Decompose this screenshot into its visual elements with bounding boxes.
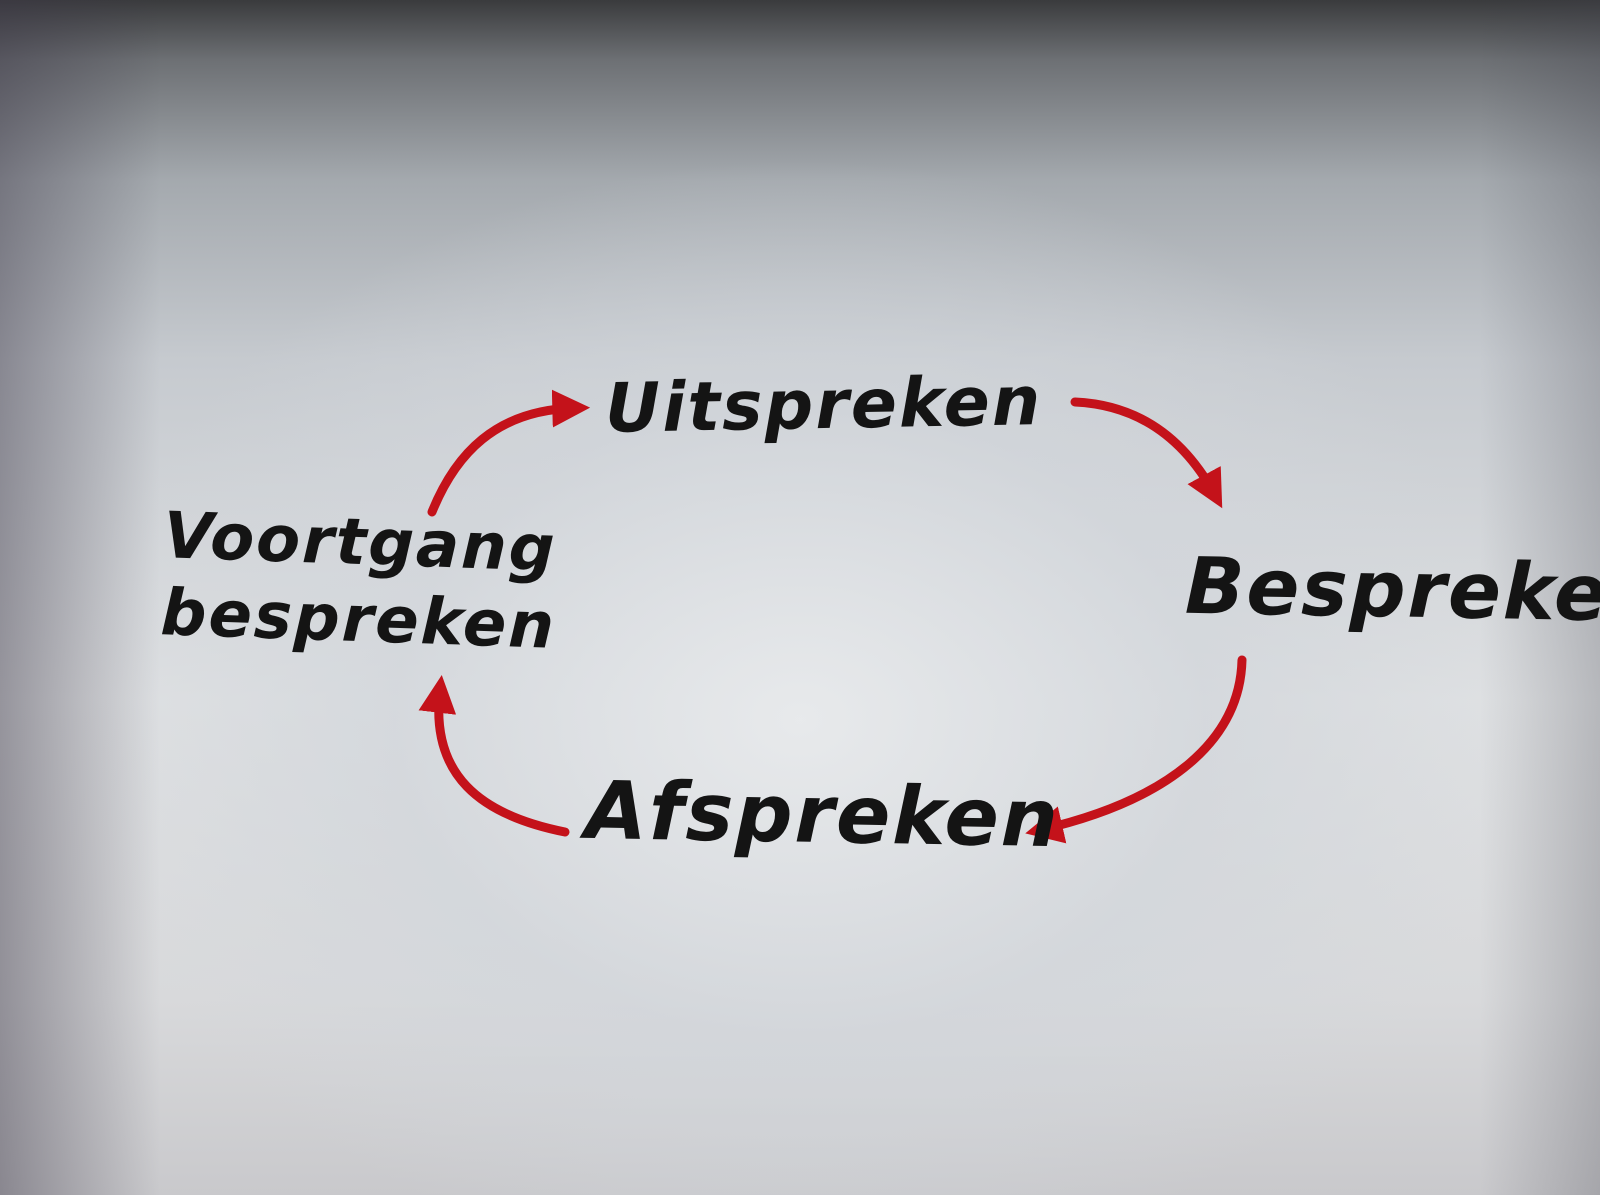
node-bespreken: Bespreken [1184,541,1600,641]
node-uitspreken: Uitspreken [604,362,1043,449]
node-voortgang-line1: Voortgang [162,499,558,587]
node-voortgang-bespreken: Voortgang bespreken [159,498,559,665]
node-afspreken: Afspreken [584,763,1061,866]
arrow-afspreken-to-voortgang [418,674,570,837]
arrow-bespreken-to-afspreken [1025,655,1247,844]
arrow-voortgang-to-uitspreken [427,389,591,517]
node-voortgang-line2: bespreken [159,575,558,664]
arrow-uitspreken-to-bespreken [1070,397,1223,509]
